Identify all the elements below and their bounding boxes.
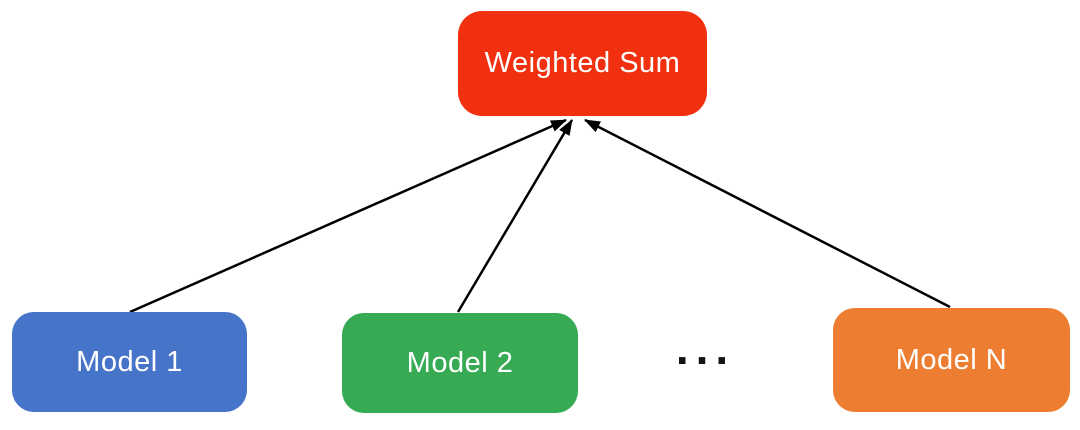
node-model-n-label: Model N: [895, 343, 1008, 376]
arrow-modeln-to-sum: [584, 118, 951, 309]
node-weighted-sum-label: Weighted Sum: [484, 47, 681, 79]
ellipsis-dots: ...: [675, 322, 736, 374]
arrow-model2-to-sum: [456, 119, 574, 313]
node-weighted-sum: Weighted Sum: [458, 11, 707, 116]
node-model-n: Model N: [833, 308, 1070, 412]
node-model-1: Model 1: [12, 312, 247, 412]
node-model-2: Model 2: [342, 313, 578, 413]
node-model-1-label: Model 1: [76, 345, 183, 378]
arrow-model1-to-sum: [129, 118, 567, 314]
node-model-2-label: Model 2: [406, 346, 514, 379]
